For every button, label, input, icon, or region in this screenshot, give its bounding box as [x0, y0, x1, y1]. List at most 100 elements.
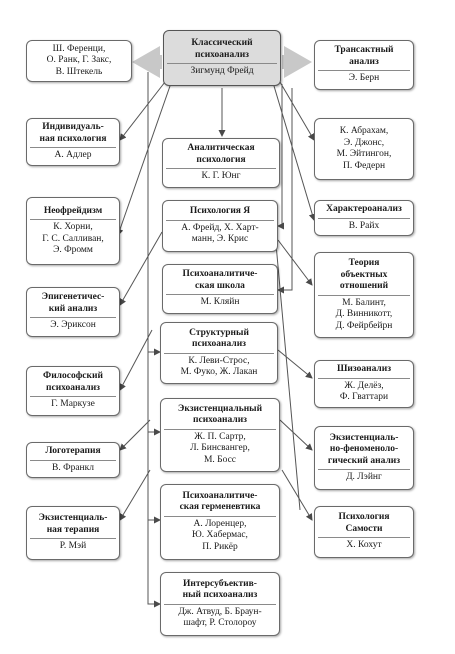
node-people: А. Адлер [54, 150, 92, 161]
node-title: Структурный психоанализ [189, 327, 249, 350]
link-kohut [281, 469, 313, 521]
left-fat-arrow [132, 46, 160, 78]
node-people: К. Г. Юнг [201, 171, 241, 182]
right-node-self-psychology: Психология Самости Х. Кохут [314, 506, 414, 558]
link-schizo [277, 349, 313, 379]
center-node-psychoanalytic-hermeneutics: Психоаналитиче- ская герменевтика А. Лор… [160, 484, 280, 560]
link-exther [119, 469, 151, 521]
divider [318, 377, 410, 379]
divider [30, 219, 116, 220]
link-ego-kohut [275, 243, 301, 511]
left-node-existential-therapy: Экзистенциаль- ная терапия Р. Мэй [26, 506, 120, 560]
link-root-abraham [279, 81, 315, 141]
right-node-transactional-analysis: Трансактный анализ Э. Берн [314, 40, 414, 90]
node-people: Ж. П. Сартр, Л. Бинсвангер, М. Босс [190, 431, 250, 465]
node-title: Психология Я [189, 206, 251, 217]
link-root-adler [119, 81, 166, 141]
node-people: В. Франкл [52, 462, 94, 473]
node-people: Э. Берн [348, 73, 380, 84]
divider [164, 515, 276, 517]
right-node-schizoanalysis: Шизоанализ Ж. Делёз, Ф. Гваттари [314, 360, 414, 408]
divider [30, 147, 116, 149]
node-title: Психоаналитиче- ская школа [182, 269, 258, 291]
link-root-reich [273, 85, 316, 221]
node-title: Экзистенциальный психоанализ [177, 403, 263, 426]
right-node-abraham-group: К. Абрахам, Э. Джонс, М. Эйтингон, П. Фе… [314, 118, 414, 180]
center-node-existential-psychoanalysis: Экзистенциальный психоанализ Ж. П. Сартр… [160, 398, 280, 472]
node-title: Психоаналитиче- ская герменевтика [179, 490, 261, 513]
divider [166, 219, 274, 221]
divider [166, 294, 274, 296]
left-node-individual-psychology: Индивидуаль- ная психология А. Адлер [26, 118, 120, 166]
divider [30, 459, 116, 461]
node-people: К. Хорни, Г. С. Салливан, Э. Фромм [42, 222, 104, 255]
right-fat-arrow [284, 46, 312, 78]
right-fat-arrow-shaft [282, 55, 286, 69]
divider [166, 168, 276, 170]
node-title: Психология Самости [338, 512, 390, 534]
divider [318, 217, 410, 219]
divider [164, 428, 276, 430]
divider [164, 352, 274, 354]
node-title: Трансактный анализ [334, 45, 394, 67]
node-title: Эпигенетичес- кий анализ [41, 292, 105, 314]
node-people: М. Кляйн [200, 297, 240, 308]
right-node-object-relations-theory: Теория объектных отношений М. Балинт, Д.… [314, 252, 414, 338]
divider [318, 294, 410, 296]
link-logo [119, 419, 151, 451]
divider [30, 538, 116, 540]
divider [318, 537, 410, 539]
left-node-logotherapy: Логотерапия В. Франкл [26, 442, 120, 478]
divider [164, 603, 276, 605]
right-trunk-a [277, 84, 284, 230]
left-trunk [147, 72, 160, 605]
node-people: Дж. Атвуд, Б. Браун- шафт, Р. Столороу [178, 606, 262, 629]
center-node-ego-psychology: Психология Я А. Фрейд, Х. Харт- манн, Э.… [162, 200, 278, 252]
divider [30, 317, 116, 319]
center-node-psychoanalytic-school: Психоаналитиче- ская школа М. Кляйн [162, 264, 278, 314]
node-title: Шизоанализ [336, 364, 392, 375]
left-fat-arrow-shaft [158, 55, 162, 69]
node-people: Зигмунд Фрейд [190, 66, 254, 77]
node-people: Ж. Делёз, Ф. Гваттари [339, 380, 389, 403]
link-ego-rel [277, 239, 313, 286]
node-title: Теория объектных отношений [339, 258, 389, 291]
root-classical-psychoanalysis: Классический психоанализ Зигмунд Фрейд [163, 30, 281, 86]
node-people: М. Балинт, Д. Винникотт, Д. Фейрбейрн [335, 297, 393, 331]
left-node-philosophical-psychoanalysis: Философский психоанализ Г. Маркузе [26, 366, 120, 416]
node-people: К. Абрахам, Э. Джонс, М. Эйтингон, П. Фе… [336, 126, 392, 171]
right-trunk-b [277, 88, 293, 294]
center-node-structural-psychoanalysis: Структурный психоанализ К. Леви-Строс, М… [160, 322, 278, 384]
divider [167, 63, 277, 65]
node-title: Философский психоанализ [43, 371, 103, 393]
node-people: Ш. Ференци, О. Ранк, Г. Закс, В. Штекель [46, 43, 112, 77]
node-title: Экзистенциаль- но-феноменоло- гический а… [327, 432, 401, 466]
node-title: Интерсубъектив- ный психоанализ [182, 578, 258, 601]
node-title: Характероанализ [326, 204, 402, 214]
node-title: Логотерапия [45, 446, 101, 456]
node-people: Д. Лэйнг [346, 472, 382, 482]
link-root-neofreud [116, 85, 171, 236]
node-people: Р. Мэй [59, 541, 87, 552]
link-epig [119, 231, 163, 306]
node-people: Х. Кохут [346, 540, 382, 551]
center-node-analytical-psychology: Аналитическая психология К. Г. Юнг [162, 138, 280, 188]
left-node-neofreudianism: Неофрейдизм К. Хорни, Г. С. Салливан, Э.… [26, 197, 120, 265]
node-people: А. Лоренцер, Ю. Хабермас, П. Рикёр [192, 518, 248, 552]
right-node-existential-phenomenological-analysis: Экзистенциаль- но-феноменоло- гический а… [314, 426, 414, 490]
divider [318, 469, 410, 470]
node-title: Неофрейдизм [43, 205, 103, 216]
divider [318, 70, 410, 72]
node-people: Э. Эриксон [50, 320, 96, 331]
node-title: Индивидуаль- ная психология [39, 122, 107, 144]
node-people: Г. Маркузе [51, 399, 95, 410]
node-people: В. Райх [348, 220, 380, 231]
node-title: Классический психоанализ [191, 38, 253, 60]
node-people: К. Леви-Строс, М. Фуко, Ж. Лакан [180, 355, 258, 378]
node-title: Экзистенциаль- ная терапия [38, 513, 108, 535]
node-title: Аналитическая психология [187, 143, 255, 165]
node-people: А. Фрейд, Х. Харт- манн, Э. Крис [181, 222, 259, 245]
link-phil [119, 329, 153, 391]
right-node-character-analysis: Характероанализ В. Райх [314, 200, 414, 236]
